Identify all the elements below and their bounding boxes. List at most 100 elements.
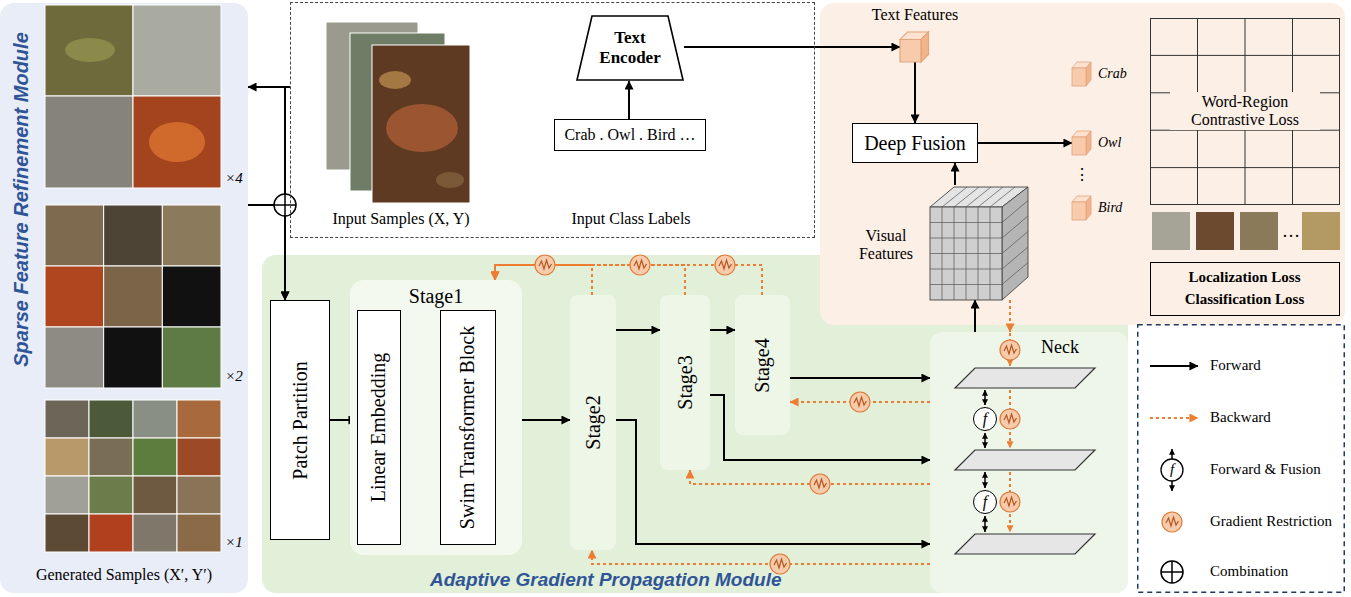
- art-line: [1002, 263, 1028, 285]
- contrastive-grid-text: Word-Region Contrastive Loss: [1170, 92, 1320, 131]
- panel-ground: [0, 3, 248, 593]
- figure-label: ×4: [225, 170, 243, 187]
- art-rect: [45, 96, 133, 188]
- legend-frame: [1138, 325, 1345, 593]
- legend-text-holder: Gradient Restriction: [1210, 511, 1338, 533]
- class-label-box: Crab . Owl . Bird …Input Class Labels: [554, 119, 706, 151]
- input-image-stack: [326, 22, 470, 203]
- art-line: [930, 253, 1002, 254]
- panel-ground: [820, 3, 1345, 325]
- art-line: [930, 269, 1002, 270]
- neck-region-text: Neck: [1041, 337, 1079, 358]
- region-image-row: [1152, 212, 1340, 250]
- art-use: [1000, 409, 1020, 429]
- text-encoder-text: Text Encoder: [590, 28, 670, 67]
- fusion-circle-text-holder: f: [974, 491, 996, 513]
- art-line: [984, 433, 986, 448]
- transformer-box: Swim Transformer Block: [440, 310, 496, 545]
- figure-label: f: [1170, 461, 1174, 478]
- art-rect: [162, 266, 221, 327]
- legend-text: Gradient Restriction: [1210, 513, 1332, 530]
- node-shape: [930, 185, 1030, 300]
- forward-connector: [978, 142, 1072, 144]
- art-line: [1150, 55, 1340, 56]
- text-feature-bar: Text Features: [900, 32, 930, 62]
- legend-text: Forward & Fusion: [1210, 461, 1321, 478]
- fusion-circle: f: [973, 490, 997, 514]
- art-rect: [89, 476, 133, 514]
- input-box-text-holder: Input Samples (X, Y): [311, 208, 491, 230]
- legend-text: Combination: [1210, 563, 1288, 580]
- figure-label-holder: ⋮: [1074, 160, 1090, 190]
- neck-region: Neck f f: [930, 332, 1128, 593]
- forward-connector: [974, 300, 976, 332]
- visual-feature-cube: Visual Features: [930, 185, 1030, 300]
- loss-box-text: Localization Loss: [1188, 269, 1300, 286]
- loss-box-text-holder: Localization Loss: [1151, 267, 1338, 289]
- art-rect: [45, 205, 104, 266]
- loss-box: Localization LossClassification Loss: [1150, 262, 1340, 316]
- art-rect: [45, 400, 89, 438]
- text-token-text-holder: Bird: [1098, 198, 1148, 218]
- art-rect: [1072, 137, 1086, 155]
- contrastive-grid: Word-Region Contrastive Loss: [1150, 18, 1340, 205]
- art-rect: [372, 45, 470, 203]
- art-polygon: [955, 368, 1095, 388]
- art-polygon: [577, 16, 683, 80]
- forward-connector: [710, 329, 735, 331]
- generated-mosaic: [45, 5, 221, 552]
- loss-box-text-holder: Classification Loss: [1151, 289, 1338, 311]
- text-token: Owl: [1072, 131, 1092, 155]
- art-rect: [177, 438, 221, 476]
- node-shape: [900, 32, 930, 62]
- stage-box-text: Stage2: [582, 395, 605, 449]
- input-box: Input Samples (X, Y) Text EncoderCrab . O…: [290, 2, 815, 238]
- art-use: [630, 255, 650, 275]
- figure-label: ×1: [225, 534, 243, 551]
- figure-label-holder: …: [1280, 220, 1302, 242]
- legend-text: Backward: [1210, 409, 1271, 426]
- fusion-circle: f: [973, 407, 997, 431]
- embedding-box: Linear Embedding: [357, 310, 401, 545]
- node-shape: [1072, 131, 1092, 155]
- art-polygon: [955, 534, 1095, 554]
- art-rect: [45, 476, 89, 514]
- art-rect: [133, 476, 177, 514]
- art-rect: [104, 266, 163, 327]
- figure-label: ×2: [225, 368, 243, 385]
- stage-block: Stage1Linear EmbeddingSwim Transformer B…: [350, 280, 522, 555]
- art-use: [810, 474, 830, 494]
- stage-box-text-holder: Stage3: [660, 295, 710, 470]
- art-ellipse: [379, 71, 411, 89]
- stage-box-text: Stage4: [751, 338, 774, 392]
- art-use: [1000, 492, 1020, 512]
- patch-partition-box-text-holder: Patch Partition: [271, 301, 329, 539]
- forward-connector: [248, 205, 285, 300]
- refinement-panel-text: Generated Samples (X′, Y′): [36, 566, 212, 584]
- stage-box-text: Stage3: [674, 355, 697, 409]
- art-ellipse: [149, 122, 205, 162]
- art-rect: [1151, 19, 1340, 205]
- art-rect: [45, 327, 104, 388]
- neck-plane: [955, 368, 1095, 554]
- art-rect: [162, 205, 221, 266]
- art-line: [1171, 561, 1173, 583]
- text-feature-bar-text-holder: Text Features: [855, 4, 975, 26]
- art-rect: [104, 205, 163, 266]
- stage-box: Stage2: [570, 295, 616, 550]
- art-use: [1000, 340, 1020, 360]
- node-shape: [1072, 62, 1092, 86]
- fusion-circle-text: f: [983, 410, 987, 428]
- transformer-box-text-holder: Swim Transformer Block: [441, 311, 495, 544]
- art-use: [1162, 512, 1182, 532]
- art-rect: [177, 514, 221, 552]
- figure-label-holder: f: [1165, 460, 1179, 480]
- figure-label-holder: ×1: [222, 534, 246, 552]
- art-circle: [1161, 459, 1183, 481]
- fusion-box-text-holder: Deep Fusion: [853, 124, 977, 162]
- embedding-box-text: Linear Embedding: [368, 353, 391, 502]
- input-box-text: Input Samples (X, Y): [332, 210, 469, 228]
- art-line: [1150, 167, 1340, 168]
- art-rect: [930, 207, 1002, 300]
- forward-connector: [790, 377, 930, 379]
